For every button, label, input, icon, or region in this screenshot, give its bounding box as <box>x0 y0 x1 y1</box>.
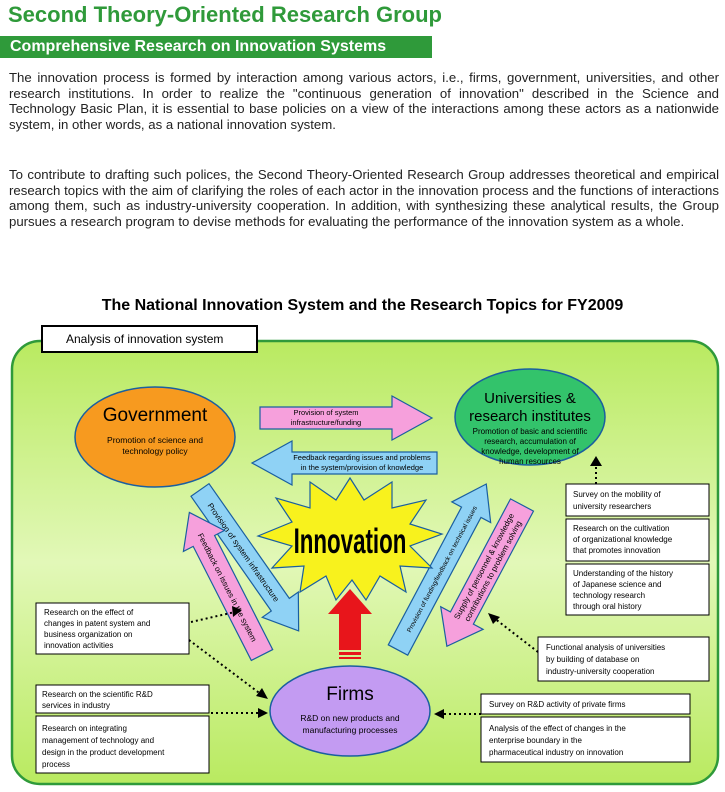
diagram-title: The National Innovation System and the R… <box>101 297 624 314</box>
intro-paragraph-1: The innovation process is formed by inte… <box>9 70 719 132</box>
topic-patent-box <box>35 602 190 655</box>
government-node <box>74 386 236 488</box>
government-desc-line: Promotion of science and <box>107 435 203 445</box>
topic-cultivation-line: Research on the cultivation <box>573 524 670 533</box>
universities-node <box>454 368 606 466</box>
topic-cultivation-line: of organizational knowledge <box>573 535 673 544</box>
intro-paragraph-2: To contribute to drafting such polices, … <box>9 167 719 229</box>
arrow-gov-to-univ-label: Provision of system <box>293 408 358 417</box>
firms-node <box>269 665 431 757</box>
innovation-up-arrow <box>328 589 372 659</box>
topic-pharma-line: enterprise boundary in the <box>489 736 583 745</box>
firms-desc-line: R&D on new products and <box>300 713 399 723</box>
topic-pharma-line: Analysis of the effect of changes in the <box>489 724 626 733</box>
topic-scientific-rd-line: services in industry <box>42 701 110 710</box>
universities-desc-line: Promotion of basic and scientific <box>473 427 588 436</box>
topic-history-line: Understanding of the history <box>573 569 673 578</box>
arrow-univ-to-gov-label: Feedback regarding issues and problems <box>293 453 431 462</box>
topic-patent-line: business organization on <box>44 630 133 639</box>
topic-integrating-line: process <box>42 760 70 769</box>
universities-desc-line: knowledge, development of <box>481 447 579 456</box>
arrow-gov-to-univ <box>259 394 434 442</box>
firms-desc-line: manufacturing processes <box>303 725 398 735</box>
universities-desc-line: research, accumulation of <box>484 437 576 446</box>
innovation-label: Innovation <box>294 522 407 562</box>
topic-functional-line: industry-university cooperation <box>546 667 655 676</box>
topic-functional-box <box>537 636 710 682</box>
topic-pharma-line: pharmaceutical industry on innovation <box>489 748 623 757</box>
arrow-univ-to-gov <box>250 439 438 487</box>
dotted-connectors <box>188 463 597 715</box>
innovation-burst <box>256 476 444 602</box>
topic-history-line: of Japanese science and <box>573 580 662 589</box>
frame-label-box <box>41 325 258 353</box>
topic-private-rd-line: Survey on R&D activity of private firms <box>489 700 625 709</box>
connector-arrowheads <box>232 456 602 719</box>
subtitle-bar <box>0 36 432 58</box>
topic-history-box <box>565 563 710 616</box>
universities-name-line: research institutes <box>469 408 591 425</box>
topic-mobility-line: Survey on the mobility of <box>573 490 661 499</box>
topic-scientific-rd-line: Research on the scientific R&D <box>42 690 153 699</box>
topic-functional-line: Functional analysis of universities <box>546 643 665 652</box>
topic-patent-line: Research on the effect of <box>44 608 134 617</box>
topic-patent-line: changes in patent system and <box>44 619 150 628</box>
topic-mobility-line: university researchers <box>573 502 651 511</box>
topic-history-line: technology research <box>573 591 645 600</box>
topic-integrating-line: Research on integrating <box>42 724 127 733</box>
topic-history-line: through oral history <box>573 602 641 611</box>
topic-scientific-rd-box <box>35 684 210 714</box>
page-title: Second Theory-Oriented Research Group <box>8 2 442 27</box>
government-name: Government <box>103 405 208 426</box>
government-desc-line: technology policy <box>122 446 188 456</box>
arrow-gov-to-univ-label: infrastructure/funding <box>291 418 361 427</box>
topic-integrating-box <box>35 715 210 774</box>
topic-patent-line: innovation activities <box>44 641 113 650</box>
topic-integrating-line: design in the product development <box>42 748 165 757</box>
firms-name: Firms <box>326 684 373 705</box>
universities-name-line: Universities & <box>484 390 576 407</box>
arrow-univ-to-gov-label: in the system/provision of knowledge <box>301 463 424 472</box>
topic-functional-line: by building of database on <box>546 655 639 664</box>
topic-private-rd-box <box>480 693 691 715</box>
topic-cultivation-line: that promotes innovation <box>573 546 661 555</box>
topic-integrating-line: management of technology and <box>42 736 154 745</box>
universities-desc-line: human resources <box>499 457 561 466</box>
topic-pharma-box <box>480 716 691 763</box>
frame-label: Analysis of innovation system <box>66 332 223 346</box>
topic-cultivation-box <box>565 518 710 562</box>
topic-mobility-box <box>565 483 710 517</box>
page-subtitle: Comprehensive Research on Innovation Sys… <box>10 38 387 55</box>
